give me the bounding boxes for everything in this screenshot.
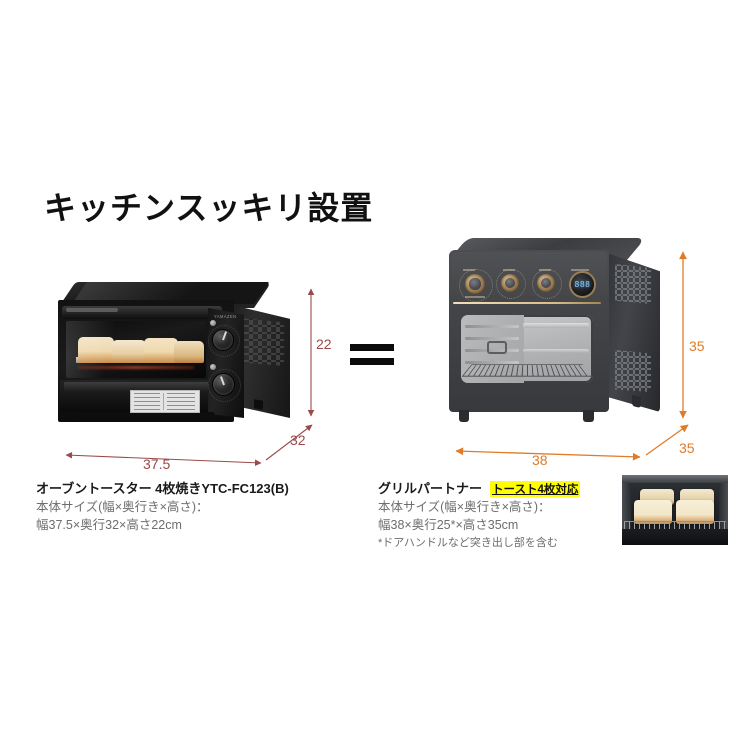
right-product-image: 888 [449,238,679,453]
oven-rack-guide [465,349,519,352]
oven-function-knob[interactable] [465,274,485,294]
bread-slice [78,337,114,363]
left-depth-dimension-label: 32 [290,432,306,448]
left-height-dimension-label: 22 [316,336,332,352]
toaster-dial-ticks [208,369,241,402]
toaster-glass-window [66,321,206,378]
oven-shelf-line [523,349,589,353]
toast-capacity-photo [622,475,728,545]
right-product-size-value: 幅38×奥行25*×高さ35cm [378,518,519,533]
toaster-foot [68,411,78,419]
oven-rack-guide [465,337,519,340]
right-product-name: グリルパートナー [378,481,483,496]
oven-rack-guide [465,325,519,328]
right-depth-dimension-label: 35 [679,440,695,456]
bread-slice [174,341,204,363]
oven-door-handle-highlight [453,302,601,304]
oven-temperature-knob[interactable] [501,274,519,292]
toaster-temperature-knob[interactable] [213,330,233,350]
toaster-indicator-lamp [210,364,216,370]
left-product-size-value: 幅37.5×奥行32×高さ22cm [36,518,182,533]
bread-slice [112,340,146,363]
oven-door-window [461,315,593,383]
right-product-caption: グリルパートナー トースト4枚対応 本体サイズ(幅×奥行き×高さ)： 幅38×奥… [378,480,628,552]
toaster-brand-mark: YAMAZEN [214,313,237,320]
oven-knob-ticks [459,269,493,302]
equals-symbol [350,344,394,368]
right-width-dimension-label: 38 [532,452,548,468]
toaster-door-highlight [66,308,118,312]
oven-control-panel: 888 [451,252,607,302]
toaster-heating-element [78,366,194,369]
toast-capacity-badge: トースト4枚対応 [490,480,581,497]
oven-shelf-line [523,323,589,328]
oven-rack-guide [465,361,519,364]
toaster-dial-ticks [208,325,240,357]
oven-foot [459,410,469,422]
oven-digital-display: 888 [571,273,594,296]
oven-knob-ticks [496,269,526,299]
left-product-size-label: 本体サイズ(幅×奥行き×高さ)： [36,499,209,514]
toaster-vent-grill [240,318,284,366]
oven-display-value: 888 [574,280,591,289]
oven-panel-legend [571,269,589,271]
oven-wire-rack [624,521,726,531]
oven-wire-rack [461,364,593,377]
right-height-dimension-label: 35 [689,338,705,354]
glass-glare [66,321,132,378]
bread-slice [634,500,672,524]
toaster-lower-sheen [64,382,214,392]
oven-vent-grill [615,350,651,392]
oven-knob-ticks [532,269,562,299]
toaster-spec-label [130,390,200,413]
oven-vent-grill [615,264,651,304]
toaster-foot [254,399,263,410]
left-product-name: オーブントースター 4枚焼きYTC-FC123(B) [36,481,289,496]
bread-slice [144,338,178,363]
right-product-footnote: *ドアハンドルなど突き出し部を含む [378,537,558,550]
page-title: キッチンスッキリ設置 [44,190,374,226]
left-product-image: YAMAZEN [58,282,308,457]
left-product-caption: オーブントースター 4枚焼きYTC-FC123(B) 本体サイズ(幅×奥行き×高… [36,480,356,535]
toaster-foot [203,412,214,422]
right-product-size-label: 本体サイズ(幅×奥行き×高さ)： [378,499,551,514]
oven-foot [583,410,594,422]
oven-rack-hook [487,341,507,354]
oven-timer-knob[interactable] [537,274,555,292]
left-width-dimension-label: 37.5 [143,456,171,472]
right-product-title-row: グリルパートナー トースト4枚対応 [378,480,628,498]
bread-slice [676,500,714,524]
toaster-indicator-lamp [210,320,216,326]
toaster-timer-knob[interactable] [213,374,234,395]
oven-foot [632,395,641,408]
